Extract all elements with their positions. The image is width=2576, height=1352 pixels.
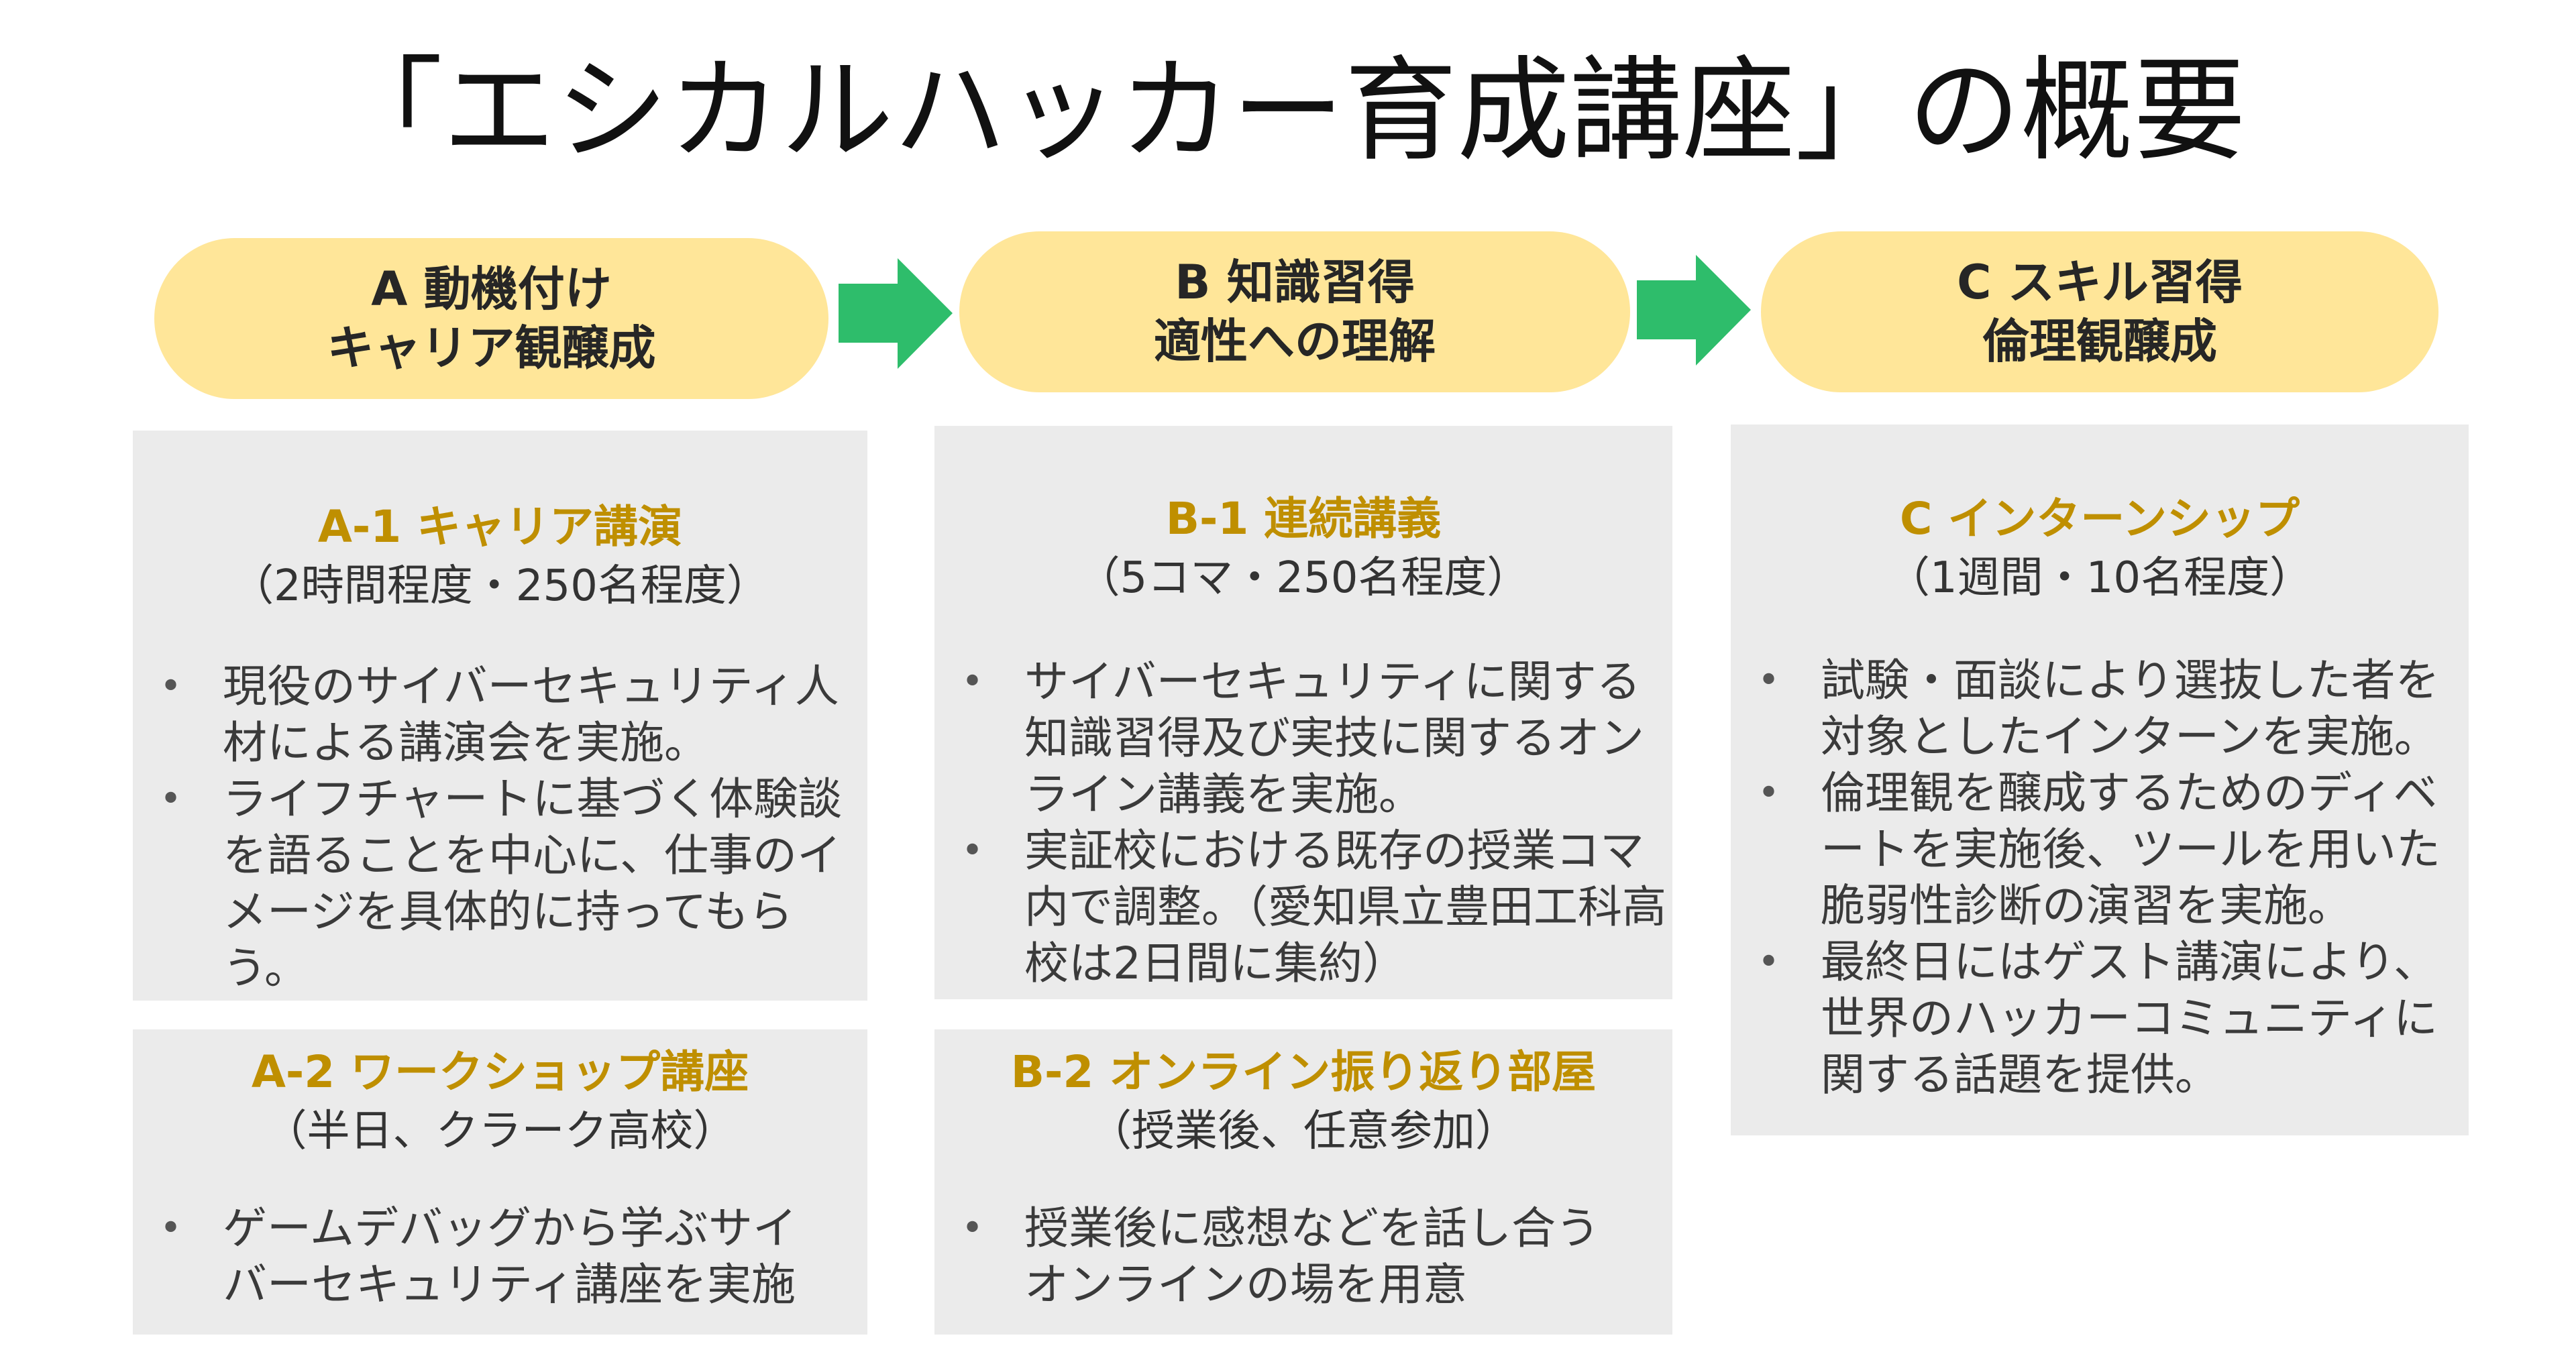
panel-a2: A-2 ワークショップ講座 （半日、クラーク高校） •ゲームデバッグから学ぶサイ… (133, 1029, 867, 1335)
panel-b2-title: B-2 オンライン振り返り部屋 (1010, 1046, 1597, 1098)
list-item: •授業後に感想などを話し合うオンラインの場を用意 (961, 1202, 1600, 1310)
panel-a1-subtitle: （2時間程度・250名程度） (231, 561, 769, 611)
panel-a1-bullets: •現役のサイバーセキュリティ人材による講演会を実施。 •ライフチャートに基づく体… (145, 659, 849, 997)
arrow-right-icon (839, 258, 953, 369)
list-item: •試験・面談により選抜した者を対象としたインターンを実施。 (1758, 655, 2440, 763)
phase-b-line2: 適性への理解 (1154, 314, 1436, 369)
panel-b2-subtitle: （授業後、任意参加） (1089, 1107, 1518, 1156)
phase-c-line2: 倫理観醸成 (1982, 314, 2217, 369)
panel-a1-title: A-1 キャリア講演 (317, 501, 683, 553)
list-item: •実証校における既存の授業コマ内で調整。（愛知県立豊田工科高校は2日間に集約） (961, 825, 1666, 989)
phase-c-pill: C スキル習得 倫理観醸成 (1761, 231, 2438, 392)
page-title: 「エシカルハッカー育成講座」の概要 (330, 45, 2246, 176)
list-item: •ライフチャートに基づく体験談を語ることを中心に、仕事のイメージを具体的に持って… (160, 773, 843, 994)
panel-c-bullets: •試験・面談により選抜した者を対象としたインターンを実施。 •倫理観を醸成するた… (1743, 653, 2461, 1103)
panel-c-subtitle: （1週間・10名程度） (1886, 553, 2313, 603)
panel-b1: B-1 連続講義 （5コマ・250名程度） •サイバーセキュリティに関する知識習… (934, 426, 1672, 999)
phase-a-line1: A 動機付け (371, 262, 612, 317)
list-item: •ゲームデバッグから学ぶサイバーセキュリティ講座を実施 (160, 1202, 798, 1310)
list-item: •最終日にはゲスト講演により、世界のハッカーコミュニティに関する話題を提供。 (1758, 936, 2438, 1101)
phase-b-pill: B 知識習得 適性への理解 (959, 231, 1630, 392)
panel-b1-subtitle: （5コマ・250名程度） (1077, 553, 1530, 603)
list-item: •現役のサイバーセキュリティ人材による講演会を実施。 (160, 661, 839, 769)
phase-a-pill: A 動機付け キャリア観醸成 (154, 238, 828, 399)
panel-a1: A-1 キャリア講演 （2時間程度・250名程度） •現役のサイバーセキュリティ… (133, 431, 867, 1001)
panel-b2-bullets: •授業後に感想などを話し合うオンラインの場を用意 (947, 1200, 1617, 1313)
panel-a2-bullets: •ゲームデバッグから学ぶサイバーセキュリティ講座を実施 (145, 1200, 816, 1313)
panel-b2: B-2 オンライン振り返り部屋 （授業後、任意参加） •授業後に感想などを話し合… (934, 1029, 1672, 1335)
panel-c: C インターンシップ （1週間・10名程度） •試験・面談により選抜した者を対象… (1731, 425, 2469, 1135)
phase-a-line2: キャリア観醸成 (327, 321, 656, 376)
arrow-right-icon (1637, 255, 1751, 365)
phase-b-line1: B 知識習得 (1175, 255, 1415, 310)
panel-c-title: C インターンシップ (1899, 493, 2300, 545)
panel-a2-subtitle: （半日、クラーク高校） (264, 1107, 737, 1156)
panel-b1-bullets: •サイバーセキュリティに関する知識習得及び実技に関するオンライン講義を実施。 •… (947, 654, 1668, 992)
panel-b1-title: B-1 連続講義 (1165, 493, 1442, 545)
phase-c-line1: C スキル習得 (1957, 255, 2243, 310)
panel-a2-title: A-2 ワークショップ講座 (251, 1046, 749, 1098)
list-item: •サイバーセキュリティに関する知識習得及び実技に関するオンライン講義を実施。 (961, 656, 1644, 820)
list-item: •倫理観を醸成するためのディベートを実施後、ツールを用いた脆弱性診断の演習を実施… (1758, 767, 2440, 932)
